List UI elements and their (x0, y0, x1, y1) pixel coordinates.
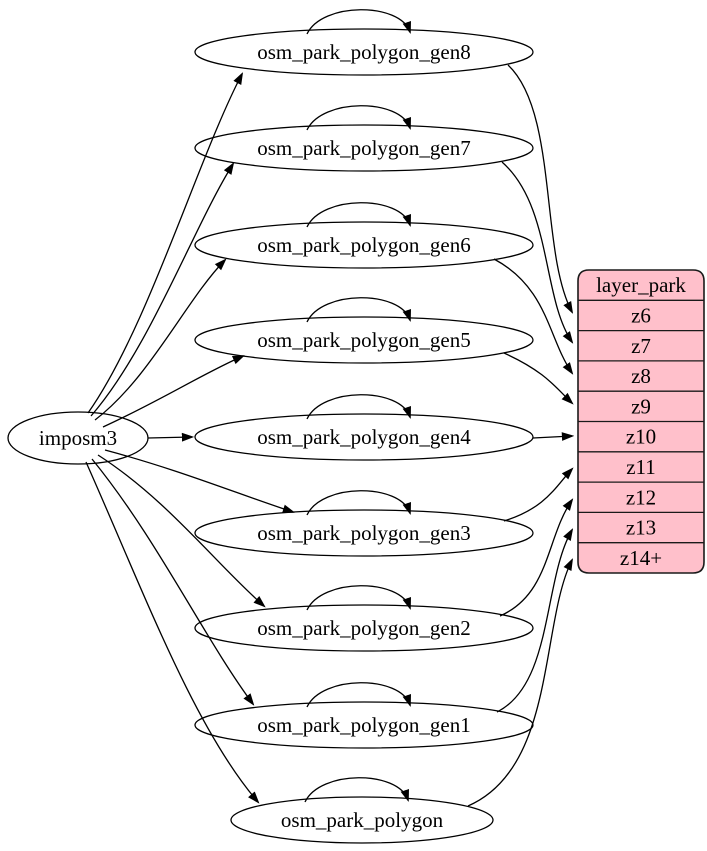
table-node-osm_park_polygon_gen5: osm_park_polygon_gen5 (194, 316, 534, 364)
self-loop-osm_park_polygon_gen8 (306, 9, 410, 35)
self-loop-osm_park_polygon_gen6 (306, 202, 410, 228)
node-ellipse (194, 124, 534, 172)
layer-row-z10: z10 (626, 425, 656, 449)
layer-table-layer_park: layer_park z6 z7 z8 z9 z10 z11 z12 z13 z14+ (577, 269, 705, 574)
edge-imposm3-to-osm_park_polygon_gen2 (97, 454, 264, 606)
node-label: osm_park_polygon_gen7 (257, 136, 470, 160)
self-loop-osm_park_polygon_gen7 (306, 105, 410, 131)
edge-layer-group (85, 9, 572, 807)
edge-imposm3-to-osm_park_polygon (85, 461, 258, 802)
layer-table-title: layer_park (596, 273, 686, 297)
node-ellipse (194, 604, 534, 652)
node-label: osm_park_polygon_gen2 (257, 616, 470, 640)
node-label: osm_park_polygon_gen1 (257, 713, 470, 737)
layer-row-z13: z13 (626, 516, 656, 540)
edge-imposm3-to-osm_park_polygon_gen6 (94, 260, 225, 421)
self-loop-osm_park_polygon_gen1 (306, 682, 410, 708)
table-node-osm_park_polygon_gen2: osm_park_polygon_gen2 (194, 604, 534, 652)
edge-osm_park_polygon_gen6-to-layer_park-z8 (493, 258, 572, 373)
layer-row-z12: z12 (626, 485, 656, 509)
node-label: osm_park_polygon (281, 808, 444, 832)
layer-row-z11: z11 (626, 455, 656, 479)
node-layer-group: imposm3 osm_park_polygon_gen8 osm_park_pol… (7, 28, 534, 844)
table-node-osm_park_polygon_gen7: osm_park_polygon_gen7 (194, 124, 534, 172)
node-label: osm_park_polygon_gen3 (257, 521, 470, 545)
self-loop-osm_park_polygon_gen3 (306, 490, 410, 516)
edge-imposm3-to-osm_park_polygon_gen3 (104, 449, 293, 512)
node-label: osm_park_polygon_gen6 (257, 233, 470, 257)
node-ellipse (230, 796, 494, 844)
edge-osm_park_polygon_gen3-to-layer_park-z11 (503, 469, 572, 522)
layer-row-z14+: z14+ (620, 546, 662, 570)
node-ellipse (194, 413, 534, 461)
edge-osm_park_polygon_gen2-to-layer_park-z12 (499, 500, 572, 617)
edge-osm_park_polygon-to-layer_park-z14+ (467, 560, 572, 807)
node-ellipse (194, 221, 534, 269)
node-label: osm_park_polygon_gen5 (257, 328, 470, 352)
edge-osm_park_polygon_gen5-to-layer_park-z9 (503, 352, 572, 403)
node-ellipse (194, 509, 534, 557)
self-loop-osm_park_polygon_gen2 (306, 585, 410, 611)
edge-osm_park_polygon_gen1-to-layer_park-z13 (496, 530, 572, 713)
node-ellipse (194, 28, 534, 76)
edge-osm_park_polygon_gen8-to-layer_park-z6 (507, 64, 572, 312)
edge-imposm3-to-osm_park_polygon_gen1 (91, 458, 253, 704)
table-node-imposm3: imposm3 (7, 411, 149, 465)
node-ellipse (194, 701, 534, 749)
edge-osm_park_polygon_gen7-to-layer_park-z7 (501, 161, 572, 342)
layer-row-z8: z8 (631, 364, 651, 388)
edge-imposm3-to-osm_park_polygon_gen8 (87, 74, 242, 414)
layer-row-z7: z7 (631, 334, 651, 358)
self-loop-osm_park_polygon_gen4 (306, 394, 410, 420)
layer-row-z6: z6 (631, 303, 651, 327)
edge-imposm3-to-osm_park_polygon_gen5 (102, 356, 243, 428)
edge-imposm3-to-osm_park_polygon_gen4 (147, 437, 192, 438)
node-label: osm_park_polygon_gen8 (257, 40, 470, 64)
layer-row-z9: z9 (631, 394, 651, 418)
table-node-osm_park_polygon_gen8: osm_park_polygon_gen8 (194, 28, 534, 76)
self-loop-osm_park_polygon (304, 777, 408, 803)
table-node-osm_park_polygon_gen6: osm_park_polygon_gen6 (194, 221, 534, 269)
edge-imposm3-to-osm_park_polygon_gen7 (90, 164, 233, 417)
table-node-osm_park_polygon_gen4: osm_park_polygon_gen4 (194, 413, 534, 461)
node-ellipse (194, 316, 534, 364)
table-node-osm_park_polygon_gen3: osm_park_polygon_gen3 (194, 509, 534, 557)
self-loop-osm_park_polygon_gen5 (306, 297, 410, 323)
table-node-osm_park_polygon_gen1: osm_park_polygon_gen1 (194, 701, 534, 749)
node-label: imposm3 (39, 426, 117, 450)
edge-osm_park_polygon_gen4-to-layer_park-z10 (532, 436, 572, 438)
table-node-osm_park_polygon: osm_park_polygon (230, 796, 494, 844)
node-label: osm_park_polygon_gen4 (257, 425, 471, 449)
